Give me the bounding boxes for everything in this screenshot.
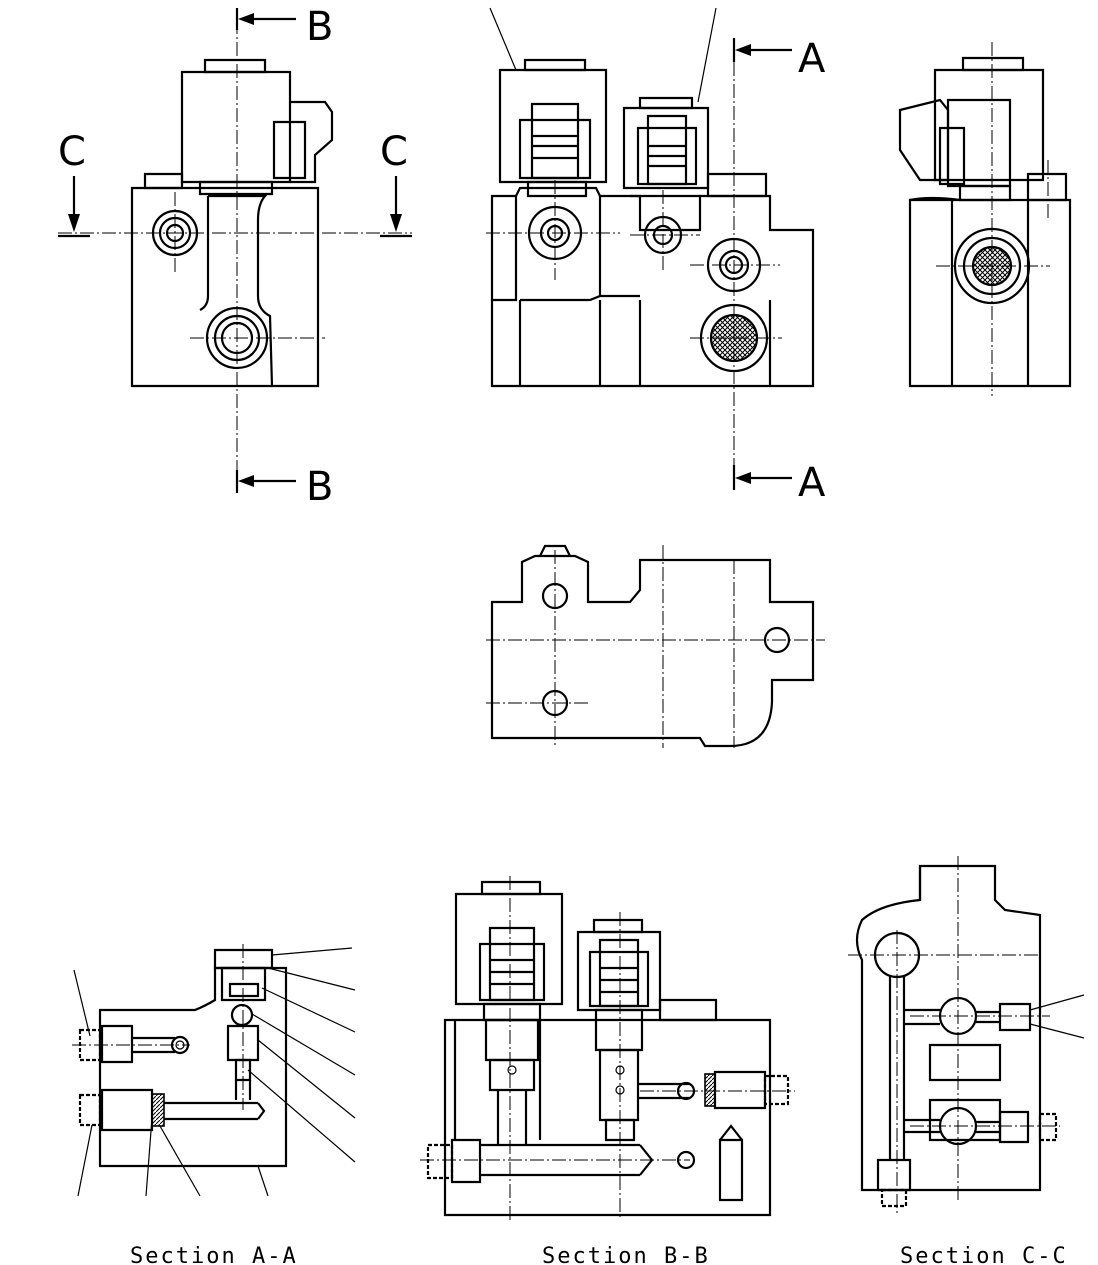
side-view	[486, 7, 815, 490]
bottom-view	[486, 544, 825, 748]
marker-letter-c: C	[58, 129, 86, 175]
section-a-a-view	[72, 944, 356, 1197]
marker-letter-b: B	[306, 464, 333, 510]
marker-letter-a: A	[798, 460, 826, 506]
right-view	[898, 42, 1072, 396]
marker-letter-a: A	[798, 36, 826, 82]
section-marker-c-right: C	[380, 129, 412, 238]
section-b-b-view	[420, 876, 795, 1220]
section-marker-b-bottom: B	[235, 464, 333, 510]
section-c-c-view	[848, 856, 1085, 1215]
caption-section-a: Section A-A	[130, 1244, 298, 1265]
marker-letter-c: C	[380, 129, 408, 175]
caption-section-c: Section C-C	[900, 1244, 1068, 1265]
section-marker-c-left: C	[58, 129, 90, 238]
section-marker-a-bottom: A	[732, 460, 826, 506]
front-view	[58, 20, 412, 490]
caption-section-b: Section B-B	[542, 1244, 710, 1265]
section-marker-a-top: A	[732, 36, 826, 82]
section-marker-b-top: B	[235, 4, 333, 50]
marker-letter-b: B	[306, 4, 333, 50]
